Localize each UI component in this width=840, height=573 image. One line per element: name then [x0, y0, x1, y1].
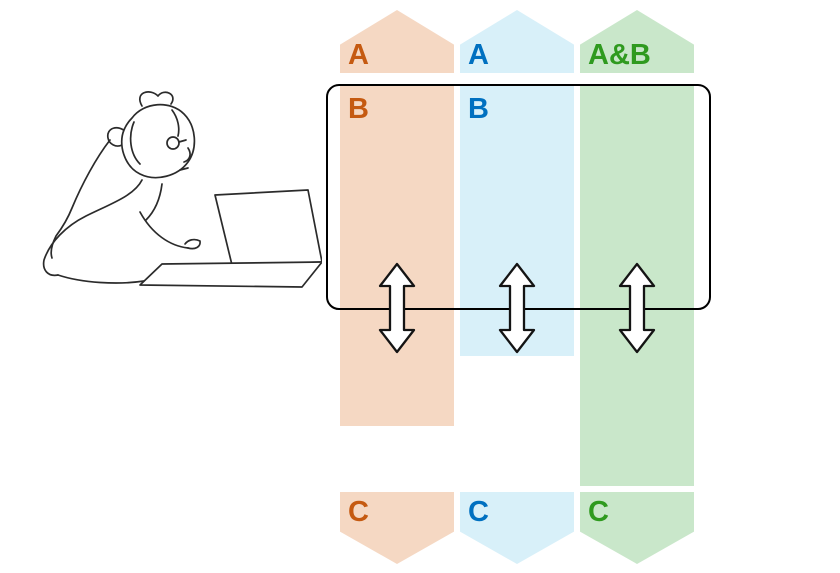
band-blue-box-label: B: [468, 93, 489, 125]
laptop-screen-sketch: [214, 189, 322, 266]
band-orange-bottom-label: C: [348, 496, 369, 528]
double-arrow-icon: [498, 262, 536, 354]
band-blue-top-arrow: A: [460, 10, 574, 73]
band-green-bottom-arrow: C: [580, 492, 694, 564]
band-green-bottom-label: C: [588, 496, 609, 528]
band-orange-body: B: [340, 86, 454, 426]
band-blue-bottom-label: C: [468, 496, 489, 528]
double-arrow-icon: [378, 262, 416, 354]
double-arrow-icon: [618, 262, 656, 354]
band-orange-bottom-arrow: C: [340, 492, 454, 564]
band-blue-top-label: A: [468, 39, 489, 71]
laptop-base-sketch: [139, 261, 322, 288]
band-green-top-label: A&B: [588, 39, 651, 71]
band-orange-box-label: B: [348, 93, 369, 125]
band-orange-top-arrow: A: [340, 10, 454, 73]
band-orange-top-label: A: [348, 39, 369, 71]
band-blue-bottom-arrow: C: [460, 492, 574, 564]
person-at-laptop-illustration: [42, 91, 322, 288]
band-green-top-arrow: A&B: [580, 10, 694, 73]
